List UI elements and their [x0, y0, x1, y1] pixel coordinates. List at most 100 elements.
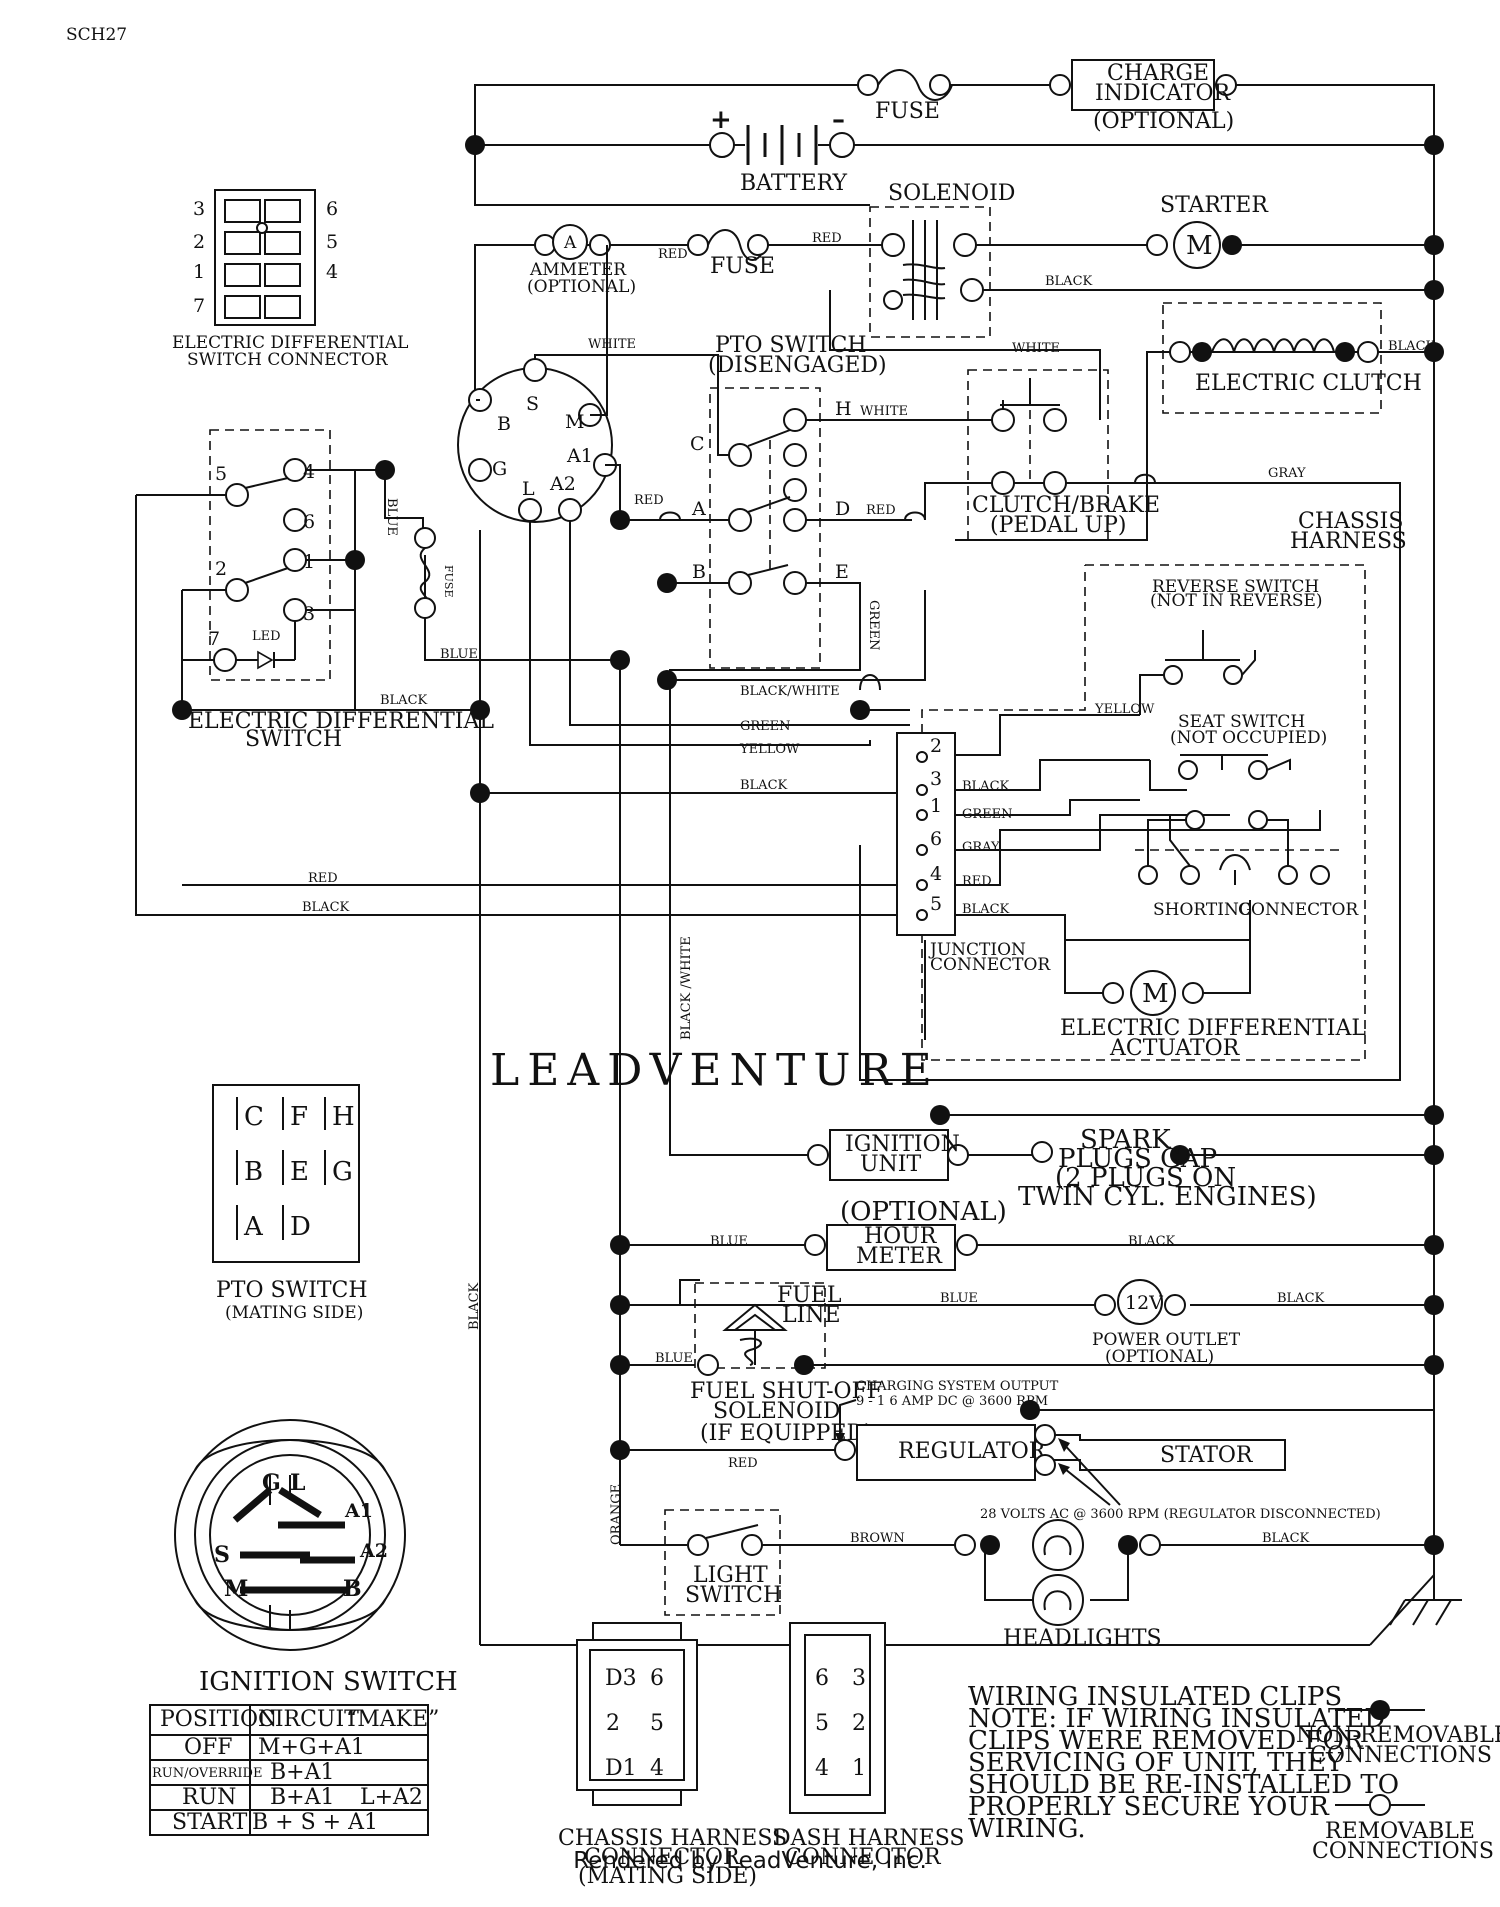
svg-text:6: 6: [303, 511, 315, 533]
svg-text:S: S: [526, 393, 539, 415]
svg-text:6: 6: [815, 1666, 829, 1691]
svg-text:2: 2: [852, 1711, 866, 1736]
svg-text:M: M: [1142, 979, 1169, 1009]
electric-clutch: ELECTRIC CLUTCH: [1162, 302, 1422, 414]
fuse-blue: [414, 527, 436, 619]
hour-meter: (OPTIONAL) HOUR METER: [804, 1197, 1007, 1271]
solenoid: SOLENOID: [869, 181, 1015, 338]
svg-text:H: H: [835, 398, 852, 420]
svg-text:WIRING.: WIRING.: [968, 1814, 1086, 1844]
svg-text:D3: D3: [605, 1666, 637, 1691]
svg-text:LIGHT: LIGHT: [693, 1563, 768, 1588]
svg-text:E: E: [290, 1157, 309, 1187]
chassis-harness: CHASSIS HARNESS REVERSE SWITCH (NOT IN R…: [921, 509, 1407, 1061]
power-outlet: 12V POWER OUTLET (OPTIONAL): [1092, 1279, 1241, 1367]
svg-text:SEAT SWITCH: SEAT SWITCH: [1178, 712, 1305, 732]
svg-text:SERVICING OF UNIT, THEY: SERVICING OF UNIT, THEY: [968, 1748, 1344, 1778]
svg-text:CONNECTOR: CONNECTOR: [930, 955, 1051, 975]
svg-text:5: 5: [815, 1711, 829, 1736]
svg-text:M: M: [565, 411, 584, 433]
svg-text:4: 4: [303, 461, 315, 483]
svg-text:TWIN CYL. ENGINES): TWIN CYL. ENGINES): [1018, 1182, 1317, 1212]
svg-text:D1: D1: [605, 1756, 637, 1781]
svg-text:GRAY: GRAY: [1268, 466, 1306, 481]
svg-text:BLACK: BLACK: [962, 779, 1010, 794]
svg-text:IGNITION: IGNITION: [845, 1132, 960, 1157]
svg-text:FUEL: FUEL: [777, 1283, 842, 1308]
svg-text:6: 6: [326, 198, 338, 220]
svg-text:FUEL SHUT-OFF: FUEL SHUT-OFF: [690, 1379, 882, 1404]
svg-text:ELECTRIC DIFFERENTIAL: ELECTRIC DIFFERENTIAL: [1060, 1016, 1366, 1041]
svg-text:1: 1: [930, 795, 942, 817]
svg-text:1: 1: [303, 551, 315, 573]
svg-text:4: 4: [650, 1756, 664, 1781]
svg-text:BLUE: BLUE: [940, 1291, 978, 1306]
svg-text:HEADLIGHTS: HEADLIGHTS: [1003, 1626, 1162, 1651]
svg-text:7: 7: [208, 628, 220, 650]
svg-text:CHARGE: CHARGE: [1107, 61, 1209, 86]
svg-text:FUSE: FUSE: [442, 565, 455, 597]
svg-text:RED: RED: [658, 247, 688, 262]
svg-text:A2: A2: [359, 1540, 388, 1562]
svg-text:SOLENOID: SOLENOID: [888, 181, 1015, 206]
svg-text:B: B: [343, 1576, 362, 1602]
svg-text:6: 6: [650, 1666, 664, 1691]
svg-text:WIRING INSULATED CLIPS: WIRING INSULATED CLIPS: [968, 1682, 1342, 1712]
svg-text:(DISENGAGED): (DISENGAGED): [708, 353, 887, 378]
svg-text:RUN/OVERRIDE: RUN/OVERRIDE: [152, 1766, 262, 1781]
clutch-brake-switch: CLUTCH/BRAKE (PEDAL UP): [967, 369, 1160, 541]
svg-text:CHASSIS: CHASSIS: [1298, 509, 1403, 534]
svg-text:4: 4: [930, 863, 942, 885]
legend: NON-REMOVABLE CONNECTIONS REMOVABLE CONN…: [1296, 1700, 1500, 1864]
svg-text:2: 2: [215, 558, 227, 580]
svg-text:BLACK: BLACK: [467, 1282, 482, 1330]
starter-motor-symbol: M: [1186, 231, 1213, 261]
watermark: LEADVENTURE: [490, 1045, 940, 1096]
footer-credit: Rendered by LeadVenture, Inc.: [573, 1848, 927, 1874]
battery-plus: +: [710, 105, 732, 135]
svg-text:INDICATOR: INDICATOR: [1095, 81, 1231, 106]
svg-text:BROWN: BROWN: [850, 1531, 905, 1546]
regulator: CHARGING SYSTEM OUTPUT 9 - 1 6 AMP DC @ …: [834, 1379, 1381, 1522]
svg-text:7: 7: [193, 295, 205, 317]
svg-text:L: L: [522, 478, 535, 500]
svg-text:REGULATOR: REGULATOR: [898, 1439, 1047, 1464]
svg-text:2: 2: [193, 231, 205, 253]
svg-text:PTO SWITCH: PTO SWITCH: [216, 1278, 368, 1303]
svg-text:LINE: LINE: [782, 1303, 841, 1328]
svg-text:METER: METER: [856, 1244, 943, 1269]
svg-text:RED: RED: [866, 503, 896, 518]
svg-text:(NOT IN REVERSE): (NOT IN REVERSE): [1150, 591, 1323, 611]
svg-text:5: 5: [215, 463, 227, 485]
svg-text:SWITCH: SWITCH: [245, 727, 342, 752]
svg-text:BLACK: BLACK: [1388, 339, 1436, 354]
svg-text:M+G+A1: M+G+A1: [258, 1735, 365, 1760]
svg-text:9 - 1 6 AMP DC @ 3600 RPM: 9 - 1 6 AMP DC @ 3600 RPM: [856, 1394, 1048, 1409]
svg-text:(OPTIONAL): (OPTIONAL): [1105, 1347, 1214, 1367]
svg-text:2: 2: [930, 735, 942, 757]
page-code: SCH27: [66, 25, 127, 45]
main-wires: [135, 84, 1462, 1646]
svg-text:(2 PLUGS ON: (2 PLUGS ON: [1055, 1163, 1236, 1193]
svg-text:POSITION: POSITION: [160, 1707, 277, 1732]
wire-crossovers: [659, 473, 1156, 691]
svg-text:BLACK: BLACK: [1128, 1234, 1176, 1249]
svg-text:IGNITION SWITCH: IGNITION SWITCH: [199, 1667, 458, 1697]
svg-text:REVERSE SWITCH: REVERSE SWITCH: [1152, 577, 1319, 597]
ignition-table: POSITION CIRCUIT “MAKE” OFF M+G+A1 RUN/O…: [149, 1704, 439, 1836]
svg-text:28 VOLTS AC @ 3600 RPM (REGULA: 28 VOLTS AC @ 3600 RPM (REGULATOR DISCON…: [980, 1507, 1381, 1522]
svg-text:ORANGE: ORANGE: [609, 1484, 624, 1545]
svg-text:AMMETER: AMMETER: [529, 260, 627, 280]
svg-text:CHASSIS HARNESS: CHASSIS HARNESS: [558, 1826, 787, 1851]
svg-text:CONNECTIONS: CONNECTIONS: [1312, 1839, 1494, 1864]
svg-text:FUSE: FUSE: [710, 254, 775, 279]
svg-text:ELECTRIC DIFFERENTIAL: ELECTRIC DIFFERENTIAL: [172, 333, 408, 353]
svg-text:HARNESS: HARNESS: [1290, 529, 1407, 554]
ignition-switch-schematic: S M B A1 G L A2: [457, 245, 621, 523]
svg-text:B+A1: B+A1: [270, 1760, 335, 1785]
svg-text:PROPERLY SECURE YOUR: PROPERLY SECURE YOUR: [968, 1792, 1330, 1822]
svg-text:DASH HARNESS: DASH HARNESS: [773, 1826, 964, 1851]
svg-text:A1: A1: [344, 1500, 373, 1522]
svg-text:G: G: [262, 1470, 281, 1496]
svg-text:A1: A1: [566, 445, 593, 467]
